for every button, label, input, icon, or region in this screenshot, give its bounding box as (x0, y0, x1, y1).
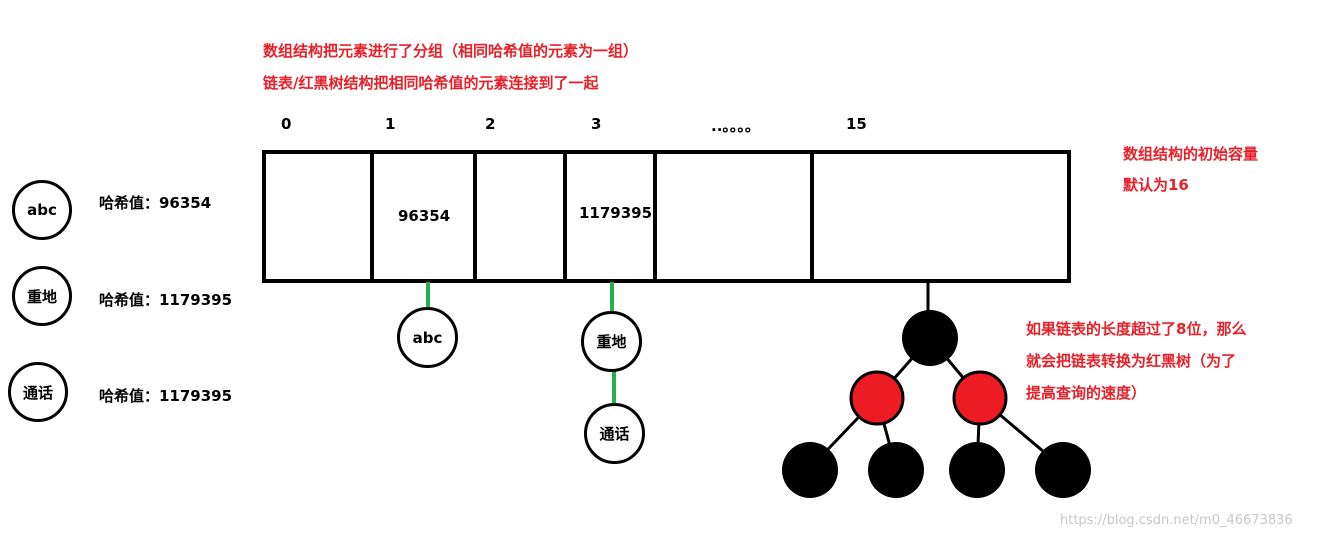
tree-node-black (782, 442, 838, 498)
index-label: 2 (485, 115, 496, 133)
chain-node-zhongdi: 重地 (581, 311, 642, 372)
index-label: ..。。。。 (711, 117, 760, 135)
tree-node-red (952, 370, 1008, 426)
tree-node-black (949, 442, 1005, 498)
array-cell-value: 96354 (398, 207, 451, 225)
index-label: 1 (385, 115, 396, 133)
index-label: 3 (591, 115, 602, 133)
note-capacity-2: 默认为16 (1123, 176, 1189, 194)
note-linked-list: 链表/红黑树结构把相同哈希值的元素连接到了一起 (263, 74, 599, 92)
element-circle-abc: abc (12, 180, 72, 240)
tree-node-red (849, 370, 905, 426)
hash-label-tonghua: 哈希值：1179395 (99, 387, 233, 405)
tree-node-black (868, 442, 924, 498)
note-tree-1: 如果链表的长度超过了8位，那么 (1026, 320, 1247, 338)
element-circle-tonghua: 通话 (8, 362, 68, 422)
note-array-grouping: 数组结构把元素进行了分组（相同哈希值的元素为一组） (263, 42, 639, 60)
chain-node-tonghua: 通话 (584, 403, 645, 464)
tree-node-black (902, 310, 958, 366)
element-circle-zhongdi: 重地 (12, 266, 72, 326)
hash-label-abc: 哈希值：96354 (99, 194, 212, 212)
hash-label-zhongdi: 哈希值：1179395 (99, 291, 233, 309)
chain-node-abc: abc (397, 307, 458, 368)
index-label: 0 (281, 115, 292, 133)
note-tree-2: 就会把链表转换为红黑树（为了 (1026, 352, 1237, 370)
array-box (262, 150, 1071, 283)
watermark: https://blog.csdn.net/m0_46673836 (1060, 513, 1293, 528)
tree-node-black (1035, 442, 1091, 498)
note-capacity-1: 数组结构的初始容量 (1123, 145, 1259, 163)
index-label: 15 (846, 115, 867, 133)
note-tree-3: 提高查询的速度） (1026, 384, 1147, 402)
array-cell-value: 1179395 (579, 204, 653, 222)
